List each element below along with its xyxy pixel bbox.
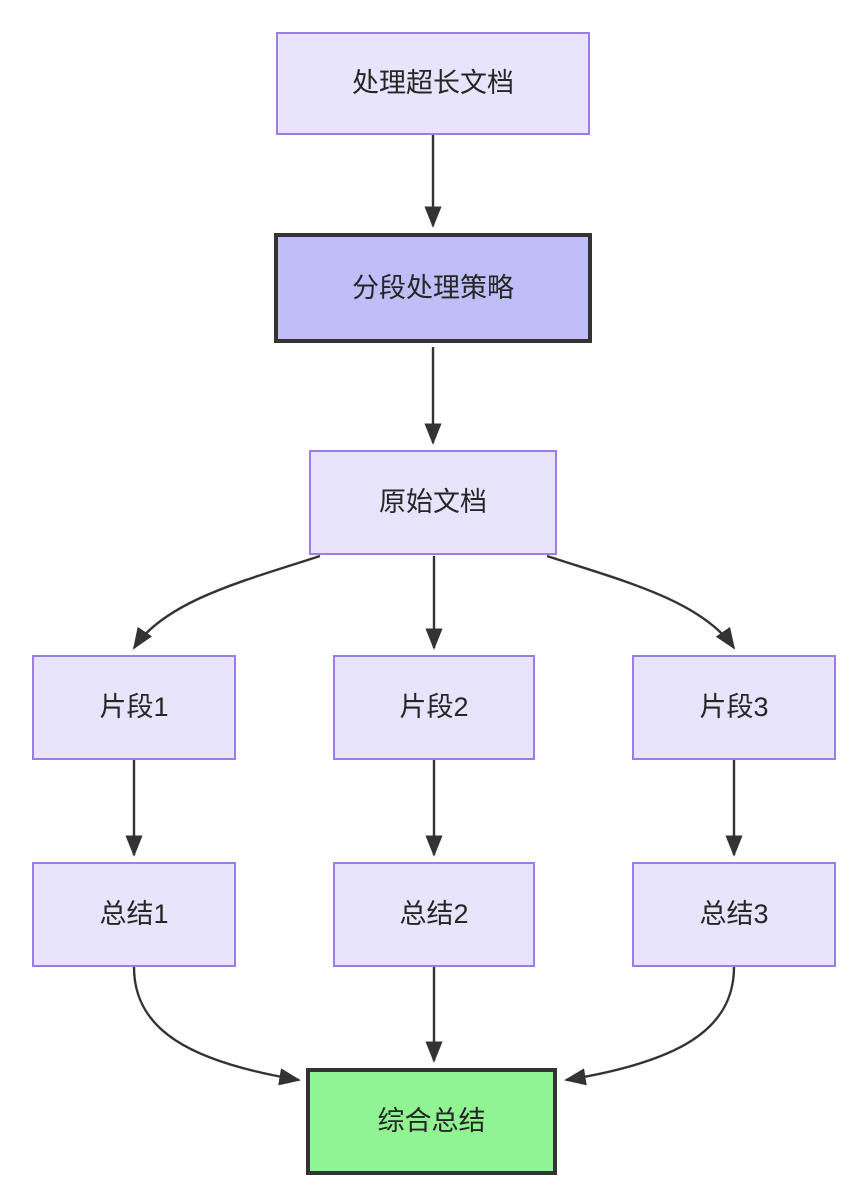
node-processing-long-document[interactable]: 处理超长文档: [276, 32, 590, 135]
node-label: 分段处理策略: [352, 272, 514, 303]
node-label: 总结1: [99, 899, 169, 930]
node-summary-3[interactable]: 总结3: [632, 862, 836, 967]
node-segment-3[interactable]: 片段3: [632, 655, 836, 760]
node-segmented-processing-strategy[interactable]: 分段处理策略: [274, 233, 592, 343]
node-segment-2[interactable]: 片段2: [333, 655, 535, 760]
node-label: 片段3: [699, 692, 769, 723]
edge-source-doc-to-segment-1: [132, 554, 321, 650]
node-label: 总结2: [399, 899, 469, 930]
node-summary-1[interactable]: 总结1: [32, 862, 236, 967]
node-label: 综合总结: [377, 1106, 486, 1137]
edge-summary-3-to-final-summary: [564, 966, 736, 1086]
node-label: 总结3: [699, 899, 769, 930]
node-label: 片段1: [99, 692, 169, 723]
edge-summary-1-to-final-summary: [132, 966, 301, 1086]
node-segment-1[interactable]: 片段1: [32, 655, 236, 760]
node-label: 处理超长文档: [352, 68, 514, 99]
node-summary-2[interactable]: 总结2: [333, 862, 535, 967]
node-label: 原始文档: [379, 487, 487, 518]
node-label: 片段2: [399, 692, 469, 723]
node-source-document[interactable]: 原始文档: [309, 450, 557, 555]
edge-source-doc-to-segment-3: [546, 554, 736, 650]
node-final-combined-summary[interactable]: 综合总结: [306, 1068, 557, 1175]
